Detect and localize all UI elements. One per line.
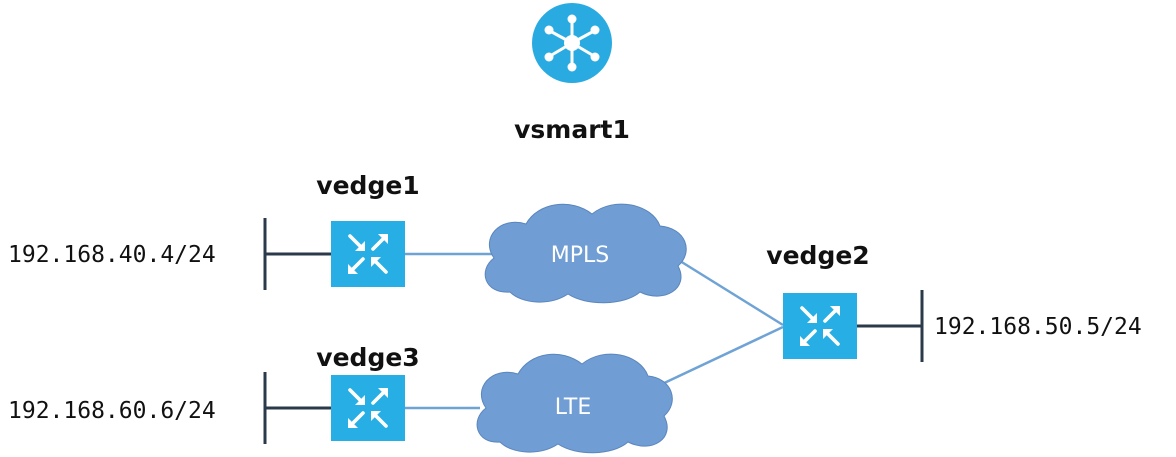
cloud-lte: LTE: [476, 353, 673, 454]
subnet-label: 192.168.60.6/24: [8, 398, 216, 424]
cloud-mpls: MPLS: [484, 203, 687, 304]
controller-vsmart1: vsmart1: [514, 3, 630, 144]
router-label: vedge2: [766, 241, 869, 270]
cloud-lte-shape: [476, 353, 673, 454]
link-lte-vedge2: [659, 325, 784, 387]
subnet-label: 192.168.40.4/24: [8, 242, 216, 268]
cloud-lte-label: LTE: [555, 395, 592, 420]
link-mpls-vedge2: [671, 254, 784, 327]
subnet-label: 192.168.50.5/24: [934, 314, 1142, 340]
router-label: vedge1: [316, 171, 419, 200]
controller-label: vsmart1: [514, 115, 630, 144]
router-icon: [783, 293, 857, 359]
router-vedge2: vedge2 192.168.50.5/24: [766, 241, 1142, 359]
cloud-mpls-shape: [484, 203, 687, 304]
router-label: vedge3: [316, 343, 419, 372]
lan-segments: [263, 218, 924, 444]
router-icon: [331, 221, 405, 287]
lan-segment-vedge2: [855, 290, 924, 362]
hub-controller-icon: [532, 3, 612, 83]
wan-links: [405, 252, 784, 410]
cloud-mpls-label: MPLS: [551, 243, 609, 268]
router-vedge1: vedge1 192.168.40.4/24: [8, 171, 420, 287]
router-vedge3: vedge3 192.168.60.6/24: [8, 343, 420, 441]
lan-segment-vedge3: [263, 372, 333, 444]
router-icon: [331, 375, 405, 441]
lan-segment-vedge1: [263, 218, 333, 290]
